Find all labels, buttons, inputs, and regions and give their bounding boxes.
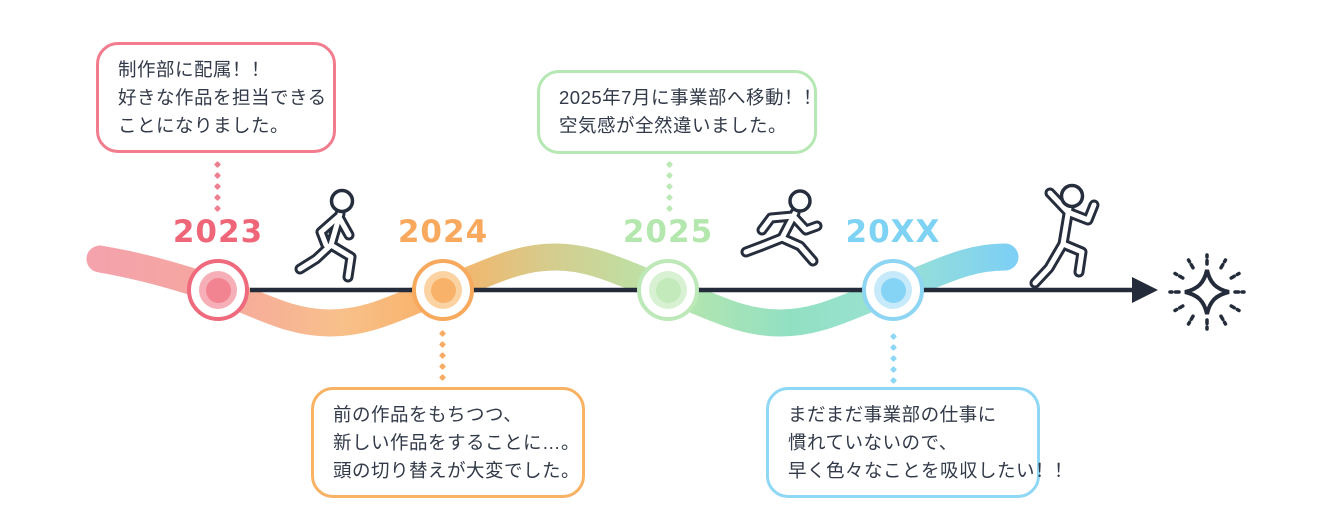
timeline-node-20xx [862, 259, 924, 321]
speech-bubble-20xx: まだまだ事業部の仕事に 慣れていないので、 早く色々なことを吸収したい！！ [766, 387, 1074, 499]
node-core [655, 277, 681, 303]
bubble-text-line: 前の作品をもちつつ、 [333, 404, 523, 425]
year-label-20xx: 20XX [845, 214, 941, 250]
timeline-node-2025 [637, 259, 699, 321]
bubble-text-line: まだまだ事業部の仕事に [788, 404, 997, 425]
timeline-node-2023 [187, 259, 249, 321]
jumping-person-icon [1029, 183, 1100, 289]
bubble-text-line: 慣れていないので、 [788, 431, 958, 453]
year-label-2023: 2023 [172, 214, 264, 250]
bubble-text-line: 空気感が全然違いました。 [559, 114, 788, 136]
node-core [430, 277, 456, 303]
timeline-node-2024 [412, 259, 474, 321]
dotted-connector-20xx [889, 332, 898, 385]
walking-person-icon [294, 188, 357, 283]
sparkle-icon [1168, 253, 1246, 331]
bubble-text-line: 頭の切り替えが大変でした。 [333, 459, 581, 481]
dotted-connector-2025 [665, 160, 674, 213]
speech-bubble-2024: 前の作品をもちつつ、 新しい作品をすることに…。 頭の切り替えが大変でした。 [311, 387, 585, 499]
bubble-text-line: 好きな作品を担当できる [118, 86, 327, 108]
node-ring [199, 271, 237, 309]
year-label-2024: 2024 [397, 214, 489, 250]
node-ring [874, 271, 912, 309]
bubble-text-line: 制作部に配属！！ [118, 59, 271, 80]
bubble-text-line: 早く色々なことを吸収したい！！ [788, 459, 1074, 481]
bubble-text-line: 2025年7月に事業部へ移動！！ [559, 87, 822, 108]
bubble-text-line: ことになりました。 [118, 114, 290, 136]
speech-bubble-2023: 制作部に配属！！ 好きな作品を担当できる ことになりました。 [96, 42, 336, 154]
dotted-connector-2023 [213, 160, 222, 213]
arrowhead-icon [1132, 277, 1158, 303]
node-core [880, 277, 906, 303]
node-core [205, 277, 231, 303]
dotted-connector-2024 [438, 329, 447, 382]
year-label-2025: 2025 [622, 214, 714, 250]
speech-bubble-2025: 2025年7月に事業部へ移動！！ 空気感が全然違いました。 [537, 70, 822, 154]
node-ring [649, 271, 687, 309]
bubble-text-line: 新しい作品をすることに…。 [333, 431, 581, 453]
running-person-icon [740, 189, 823, 267]
node-ring [424, 271, 462, 309]
